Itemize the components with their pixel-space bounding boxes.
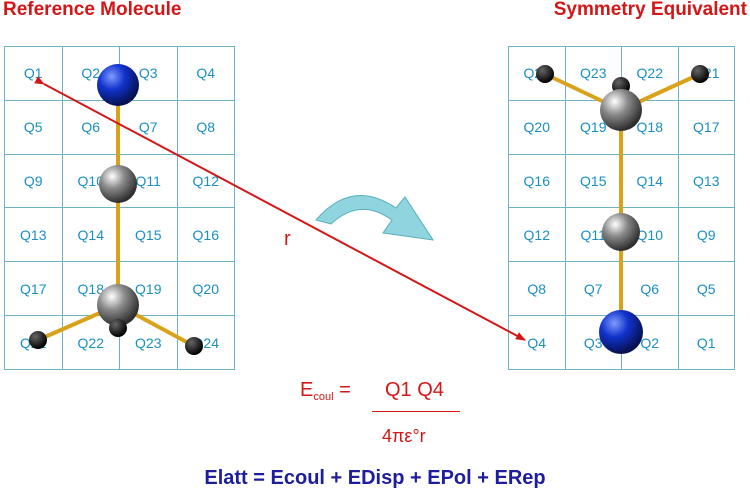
charge-site-label: Q20: [509, 100, 566, 155]
charge-site-label: Q1: [678, 316, 735, 370]
charge-site-label: Q14: [622, 154, 679, 209]
coulomb-energy-symbol: Ecoul =: [300, 379, 351, 403]
charge-site-label: Q12: [509, 208, 566, 263]
charge-site-label: Q17: [678, 100, 735, 155]
charge-site-label: Q2: [622, 316, 679, 370]
distance-vector: [34, 76, 526, 341]
carbon-atom: [99, 165, 137, 203]
distance-label: r: [284, 228, 291, 250]
charge-site-label: Q13: [678, 154, 735, 209]
lattice-energy-equation: Elatt = Ecoul + EDisp + EPol + ERep: [204, 467, 546, 489]
nitrogen-atom: [97, 64, 139, 106]
charge-site-label: Q22: [622, 47, 679, 101]
hydrogen-atom: [109, 319, 127, 337]
coulomb-denominator: 4πε°r: [382, 426, 426, 446]
hydrogen-atom: [29, 331, 47, 349]
reference-molecule-title: Reference Molecule: [3, 0, 182, 20]
charge-site-label: Q4: [509, 316, 566, 370]
hydrogen-atom: [536, 65, 554, 83]
charge-site-label: Q9: [678, 208, 735, 263]
hydrogen-atom: [691, 65, 709, 83]
symmetry-equivalent-title: Symmetry Equivalent: [553, 0, 747, 20]
carbon-atom: [602, 213, 640, 251]
carbon-atom: [600, 89, 642, 131]
charge-site-label: Q18: [622, 100, 679, 155]
charge-site-label: Q23: [565, 47, 622, 101]
fraction-bar: [372, 411, 460, 412]
rotation-arrow-icon: [315, 195, 435, 241]
charge-site-label: Q5: [678, 262, 735, 317]
coulomb-numerator: Q1 Q4: [385, 379, 444, 401]
reference-molecule: [29, 64, 203, 355]
charge-site-label: Q6: [622, 262, 679, 317]
symmetry-molecule: [536, 65, 709, 354]
charge-site-label: Q8: [509, 262, 566, 317]
hydrogen-atom: [185, 337, 203, 355]
charge-site-label: Q10: [622, 208, 679, 263]
nitrogen-atom: [599, 310, 643, 354]
charge-site-label: Q16: [509, 154, 566, 209]
